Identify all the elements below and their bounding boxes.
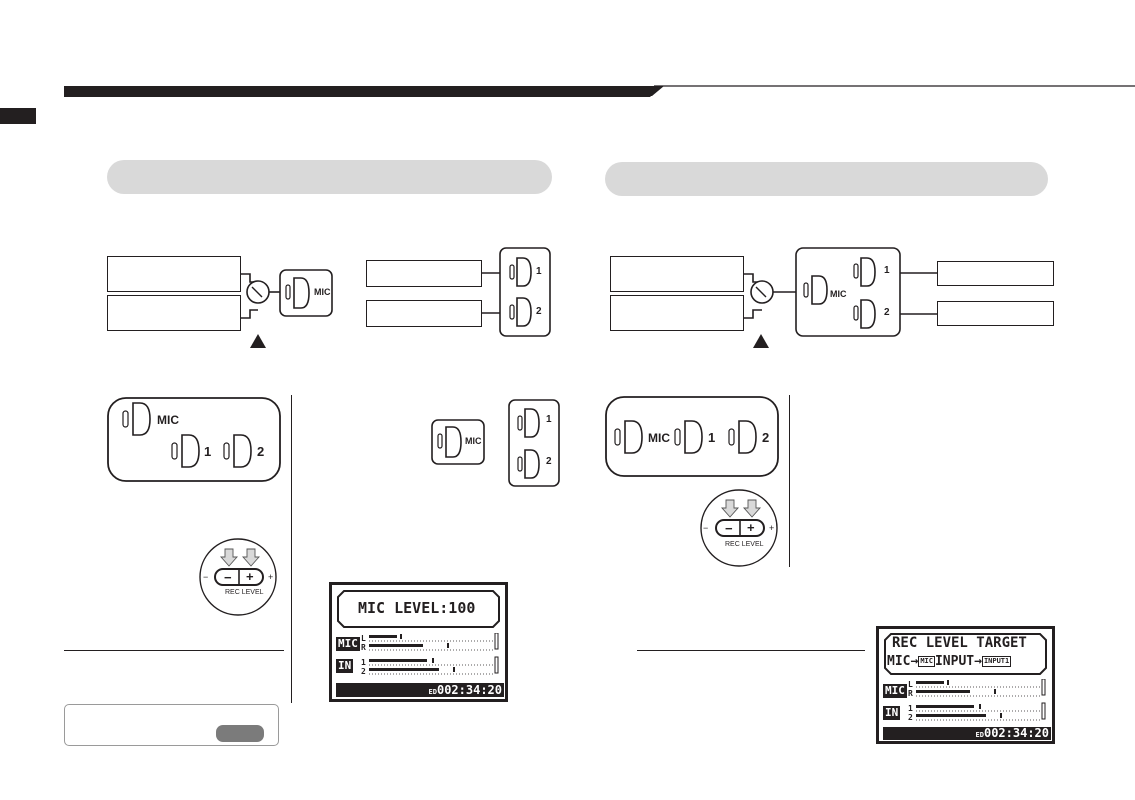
- rule-left: [64, 650, 284, 652]
- panel-input-2-label-right: 2: [762, 430, 770, 445]
- rec-level-control-left: [199, 538, 277, 616]
- rule-right: [637, 650, 865, 652]
- panel-mic-label-right: MIC: [648, 431, 670, 445]
- page-side-tab: [0, 108, 36, 124]
- mic-label-right: MIC: [830, 289, 847, 299]
- panel-input-1-label-right: 1: [708, 430, 716, 445]
- section-header-right: [605, 162, 1048, 196]
- input-1-label-right: 1: [884, 265, 890, 276]
- input-jacks-diagram-left: [482, 247, 551, 337]
- source-box-top-left: [107, 256, 241, 292]
- column-divider-left: [291, 395, 293, 703]
- lcd-mic-tag-left: MIC: [336, 637, 360, 651]
- rec-level-minus-right[interactable]: −: [725, 521, 733, 536]
- input-box-1-left: [366, 260, 482, 287]
- lcd-in-tag-right: IN: [883, 706, 901, 720]
- column-divider-right: [789, 395, 791, 567]
- input-2-label-right: 2: [884, 307, 890, 318]
- input-box-2-right: [937, 301, 1054, 326]
- mic-jack-icon: [279, 269, 333, 317]
- device-input-panel-left: [107, 397, 281, 482]
- source-box-bottom-right: [610, 295, 744, 331]
- rec-level-plus-mark-right: +: [769, 523, 775, 533]
- source-box-bottom-left: [107, 295, 241, 331]
- input-1-label-left: 1: [536, 266, 542, 277]
- input-1-small-label: 1: [546, 414, 552, 425]
- mic-jack-small-icon: [431, 419, 485, 465]
- panel-mic-label-left: MIC: [157, 413, 179, 427]
- triangle-marker-icon: [753, 334, 769, 348]
- note-button[interactable]: [216, 725, 264, 742]
- triangle-marker-icon: [250, 334, 266, 348]
- lcd-in-tag-left: IN: [336, 659, 354, 673]
- lcd-time-right: 002:34:20: [983, 726, 1049, 740]
- mic-jack-small-label: MIC: [465, 436, 482, 446]
- combined-jacks-diagram-right: [795, 247, 937, 337]
- level-meters-right: [916, 679, 1046, 721]
- mic-jack-label: MIC: [314, 287, 331, 297]
- device-input-panel-right: [605, 396, 779, 477]
- section-header-left: [107, 160, 552, 194]
- rec-level-plus-mark-left: +: [268, 572, 274, 582]
- input-box-1-right: [937, 261, 1054, 286]
- panel-input-1-label-left: 1: [204, 444, 212, 459]
- lcd-mic-tag-right: MIC: [883, 684, 907, 698]
- rec-level-minus-mark-right: −: [703, 523, 709, 533]
- page-header-bar: [64, 85, 1135, 97]
- rec-level-label-right: REC LEVEL: [725, 541, 764, 548]
- lcd-status-bar-right: ED002:34:20: [883, 727, 1051, 740]
- lcd-title-left: MIC LEVEL:100: [358, 599, 476, 617]
- rec-level-minus-mark-left: −: [203, 572, 209, 582]
- input-jacks-small-icon: [508, 399, 560, 487]
- rec-level-control-right: [700, 489, 778, 567]
- lcd-title-right: REC LEVEL TARGET: [892, 635, 1027, 651]
- rec-level-label-left: REC LEVEL: [225, 589, 264, 596]
- input-2-label-left: 2: [536, 306, 542, 317]
- rec-level-plus-left[interactable]: +: [246, 569, 254, 584]
- lcd-status-bar-left: ED002:34:20: [336, 683, 504, 697]
- level-meters-left: [369, 633, 499, 675]
- input-2-small-label: 2: [546, 456, 552, 467]
- lcd-time-left: 002:34:20: [436, 683, 502, 697]
- mic-switch-diagram-left: [241, 273, 280, 319]
- rec-level-minus-left[interactable]: −: [224, 570, 232, 585]
- panel-input-2-label-left: 2: [257, 444, 265, 459]
- source-box-top-right: [610, 256, 744, 292]
- rec-level-plus-right[interactable]: +: [747, 520, 755, 535]
- mic-switch-diagram-right: [744, 273, 799, 319]
- lcd-screen-mic-level: MIC LEVEL:100 MIC L R IN 1 2 ED002:34:20: [329, 582, 508, 702]
- input-box-2-left: [366, 300, 482, 327]
- note-box: [64, 704, 279, 746]
